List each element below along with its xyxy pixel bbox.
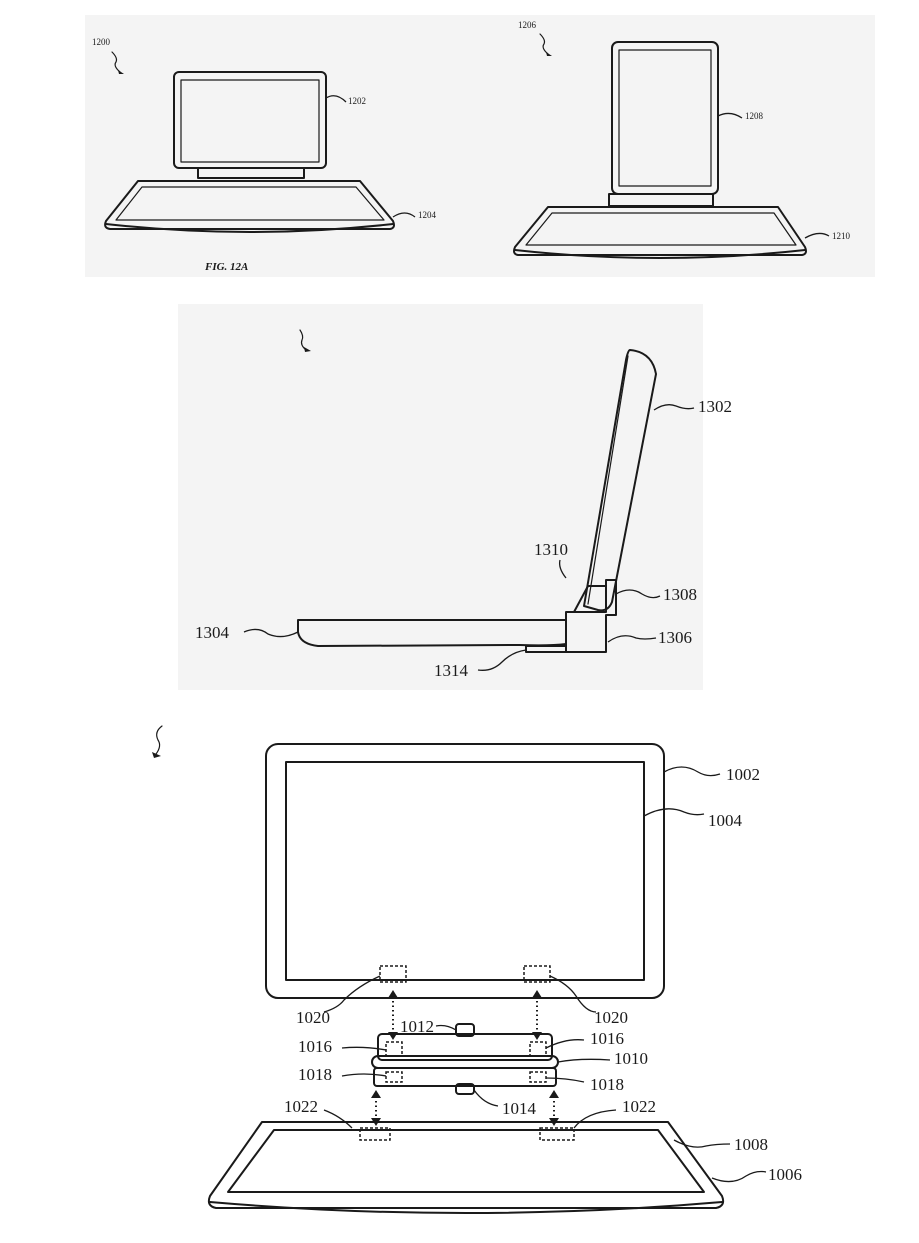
ref-1008: 1008 [734, 1135, 768, 1154]
display-magnet-right [523, 965, 551, 983]
display-1302-edge [587, 355, 629, 605]
ref-1018-left-leader [341, 1073, 387, 1077]
attraction-arrowheads-lower-left [371, 1090, 381, 1126]
hinge-upper-section [377, 1033, 553, 1061]
ref-1308: 1308 [663, 585, 697, 604]
ref-1314-leader [477, 649, 527, 671]
ref-1302: 1302 [698, 397, 732, 416]
ref-1018-right-leader [545, 1077, 585, 1083]
figure-12a-background [85, 15, 875, 277]
hinge-magnet-1018-left [385, 1071, 403, 1083]
ref-1008-leader [673, 1139, 731, 1148]
ref-1204: 1204 [418, 210, 437, 220]
figure-10-arrowhead [152, 752, 161, 758]
keyboard-1006-bottom [209, 1201, 723, 1214]
stand-1306 [565, 579, 617, 653]
display-1002-housing [265, 743, 665, 999]
keyboard-1304 [297, 619, 567, 647]
ref-1016-right: 1016 [590, 1029, 624, 1048]
ref-1308-leader [615, 589, 661, 599]
figure-13: 1302 1308 1306 1310 1304 1314 [178, 304, 732, 690]
ref-1314: 1314 [434, 661, 469, 680]
hinge-lower-section [373, 1067, 557, 1087]
ref-1202: 1202 [348, 96, 366, 106]
figure-12a-caption: FIG. 12A [204, 261, 248, 273]
ref-1208: 1208 [745, 111, 764, 121]
keyboard-1210-surface [525, 212, 797, 246]
display-1004-screen [285, 761, 645, 981]
ref-1016-right-leader [545, 1039, 585, 1049]
device-1206-portrait: 1206 1208 1210 [513, 20, 851, 259]
ref-1014-leader [473, 1089, 499, 1107]
keyboard-1008-surface [227, 1129, 705, 1193]
hinge-magnet-1016-right [529, 1041, 547, 1057]
ref-1018-right: 1018 [590, 1075, 624, 1094]
connector-1014 [455, 1083, 475, 1095]
ref-1200-arrowhead [118, 70, 124, 74]
ref-1006-leader [711, 1170, 767, 1183]
ref-1202-leader [325, 95, 347, 103]
figure-13-arrowhead [304, 347, 311, 352]
ref-1206: 1206 [518, 20, 537, 30]
ref-1014: 1014 [502, 1099, 537, 1118]
ref-1016-left-leader [341, 1046, 387, 1051]
ref-1020-left-leader [323, 975, 381, 1013]
hinge-barrel-1010 [371, 1055, 559, 1069]
display-1208-screen [618, 49, 712, 187]
keyboard-1204-bottom [105, 223, 394, 233]
ref-1022-right-leader [573, 1109, 617, 1129]
hinge-magnet-1018-right [529, 1071, 547, 1083]
hinge-magnet-1016-left [385, 1041, 403, 1057]
ref-1200-arrow [111, 51, 121, 73]
ref-1310-leader [558, 559, 567, 579]
ref-1200: 1200 [92, 37, 111, 47]
ref-1010: 1010 [614, 1049, 648, 1068]
ref-1020-right: 1020 [594, 1008, 628, 1027]
figure-10: 1002 1004 1020 1020 1012 1014 1016 1016 [152, 725, 802, 1214]
figure-13-background [178, 304, 703, 690]
connector-1308 [573, 585, 607, 613]
ref-1010-leader [557, 1058, 611, 1063]
ref-1210-leader [804, 232, 830, 239]
keyboard-1006-base [207, 1121, 725, 1209]
ref-1206-arrowhead [546, 52, 552, 56]
ref-1004-leader [643, 808, 705, 817]
ref-1306: 1306 [658, 628, 692, 647]
ref-1022-left: 1022 [284, 1097, 318, 1116]
ref-1204-leader [392, 212, 416, 218]
attraction-arrowheads-lower-right [549, 1090, 559, 1126]
ref-1208-leader [717, 112, 743, 119]
ref-1306-leader [607, 635, 657, 643]
ref-1012: 1012 [400, 1017, 434, 1036]
ref-1304: 1304 [195, 623, 230, 642]
ref-1310: 1310 [534, 540, 568, 559]
display-magnet-left [379, 965, 407, 983]
ref-1002: 1002 [726, 765, 760, 784]
figure-13-arrow [299, 329, 307, 351]
keyboard-1204-surface [115, 186, 385, 221]
ref-1020-left: 1020 [296, 1008, 330, 1027]
ref-1022-right: 1022 [622, 1097, 656, 1116]
device-1200-landscape: 1200 1202 1204 FIG. 12A [92, 37, 437, 273]
ref-1304-leader [243, 628, 299, 638]
ref-1302-leader [653, 404, 695, 411]
figure-10-arrow [155, 725, 163, 755]
ref-1018-left: 1018 [298, 1065, 332, 1084]
ref-1004: 1004 [708, 811, 743, 830]
ref-1002-leader [663, 766, 721, 777]
ref-1006: 1006 [768, 1165, 802, 1184]
display-1202-stand [197, 167, 305, 179]
ref-1012-leader [435, 1024, 457, 1031]
ref-1206-arrow [539, 33, 549, 55]
display-1202-screen [180, 79, 320, 163]
ref-1016-left: 1016 [298, 1037, 332, 1056]
ref-1210: 1210 [832, 231, 851, 241]
keyboard-1210-bottom [514, 249, 806, 259]
keyboard-magnet-right [539, 1127, 575, 1141]
figure-12a: 1200 1202 1204 FIG. 12A 1206 1208 [85, 15, 875, 277]
ref-1020-right-leader [549, 975, 597, 1013]
keyboard-magnet-left [359, 1127, 391, 1141]
ref-1022-left-leader [323, 1109, 353, 1129]
